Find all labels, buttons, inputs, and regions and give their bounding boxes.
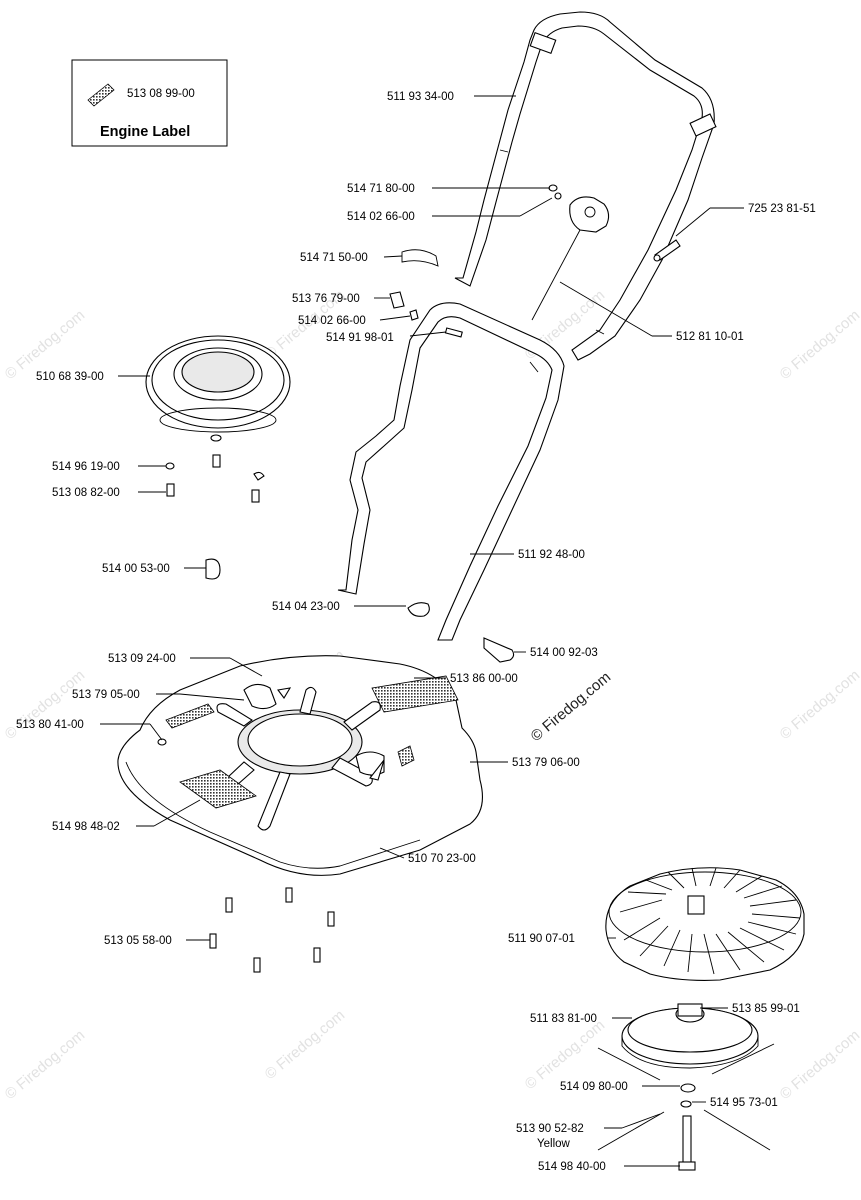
callout-label: 513 86 00-00 <box>450 673 518 685</box>
callout-label: 513 90 52-82 <box>516 1123 584 1135</box>
upper-handle <box>454 11 717 361</box>
deck-label-3 <box>179 769 257 809</box>
callout-label: 514 96 19-00 <box>52 461 120 473</box>
callout-label: 511 93 34-00 <box>387 91 454 103</box>
callout-label: 514 00 53-00 <box>102 563 170 575</box>
callout-label: 514 98 48-02 <box>52 821 120 833</box>
deck-hood <box>117 655 483 876</box>
callout-label: 513 08 82-00 <box>52 487 120 499</box>
callout-label: 512 81 10-01 <box>676 331 744 343</box>
callout-label: 511 83 81-00 <box>530 1013 597 1025</box>
callout-label: 514 91 98-01 <box>326 332 394 344</box>
cooling-fan <box>605 867 805 981</box>
bottom-hardware <box>597 1083 771 1171</box>
callout-label: 513 85 99-01 <box>732 1003 800 1015</box>
legend-caption: Engine Label <box>100 124 190 140</box>
callout-label: 514 98 40-00 <box>538 1161 606 1173</box>
callout-label: 514 02 66-00 <box>347 211 415 223</box>
callout-label: 513 79 06-00 <box>512 757 580 769</box>
motor-plate <box>597 1003 775 1081</box>
legend-part-number: 513 08 99-00 <box>127 88 195 100</box>
watermark-text: © Firedog.com <box>777 667 861 743</box>
callout-label: 511 90 07-01 <box>508 933 575 945</box>
callout-label: 725 23 81-51 <box>748 203 816 215</box>
callout-label: 514 71 50-00 <box>300 252 368 264</box>
watermark-text: © Firedog.com <box>2 1027 88 1103</box>
engine-label-legend: 513 08 99-00 Engine Label <box>71 59 228 147</box>
callout-label: 514 09 80-00 <box>560 1081 628 1093</box>
callout-label: 514 02 66-00 <box>298 315 366 327</box>
deck-label-4 <box>397 745 415 767</box>
engine-label-icon <box>87 83 115 107</box>
callout-label: 513 79 05-00 <box>72 689 140 701</box>
ring-hardware <box>165 434 265 580</box>
watermark-text: © Firedog.com <box>777 1027 861 1103</box>
leader-lines <box>100 95 744 1167</box>
watermark-text: © Firedog.com <box>262 1007 348 1083</box>
callout-label: 514 71 80-00 <box>347 183 415 195</box>
callout-label: 514 00 92-03 <box>530 647 598 659</box>
callout-label: 513 05 58-00 <box>104 935 172 947</box>
callout-label: 513 80 41-00 <box>16 719 84 731</box>
callout-label: 513 76 79-00 <box>292 293 360 305</box>
callout-label: 514 95 73-01 <box>710 1097 778 1109</box>
deck-screws <box>209 887 335 973</box>
deck-label-1 <box>371 675 459 713</box>
callout-label: 513 09 24-00 <box>108 653 176 665</box>
callout-note-yellow: Yellow <box>537 1138 571 1150</box>
lower-handle <box>337 302 565 641</box>
cover-ring <box>145 335 291 433</box>
callout-label: 510 68 39-00 <box>36 371 104 383</box>
watermark-text-main: © Firedog.com <box>528 669 614 745</box>
watermark-text: © Firedog.com <box>2 667 88 743</box>
handle-hardware <box>389 184 681 663</box>
callout-label: 510 70 23-00 <box>408 853 476 865</box>
deck-label-2 <box>165 703 215 729</box>
callout-label: 514 04 23-00 <box>272 601 340 613</box>
callout-label: 511 92 48-00 <box>518 549 585 561</box>
watermark-text: © Firedog.com <box>777 307 861 383</box>
callouts: 511 93 34-00 514 71 80-00 514 02 66-00 7… <box>16 91 816 1173</box>
